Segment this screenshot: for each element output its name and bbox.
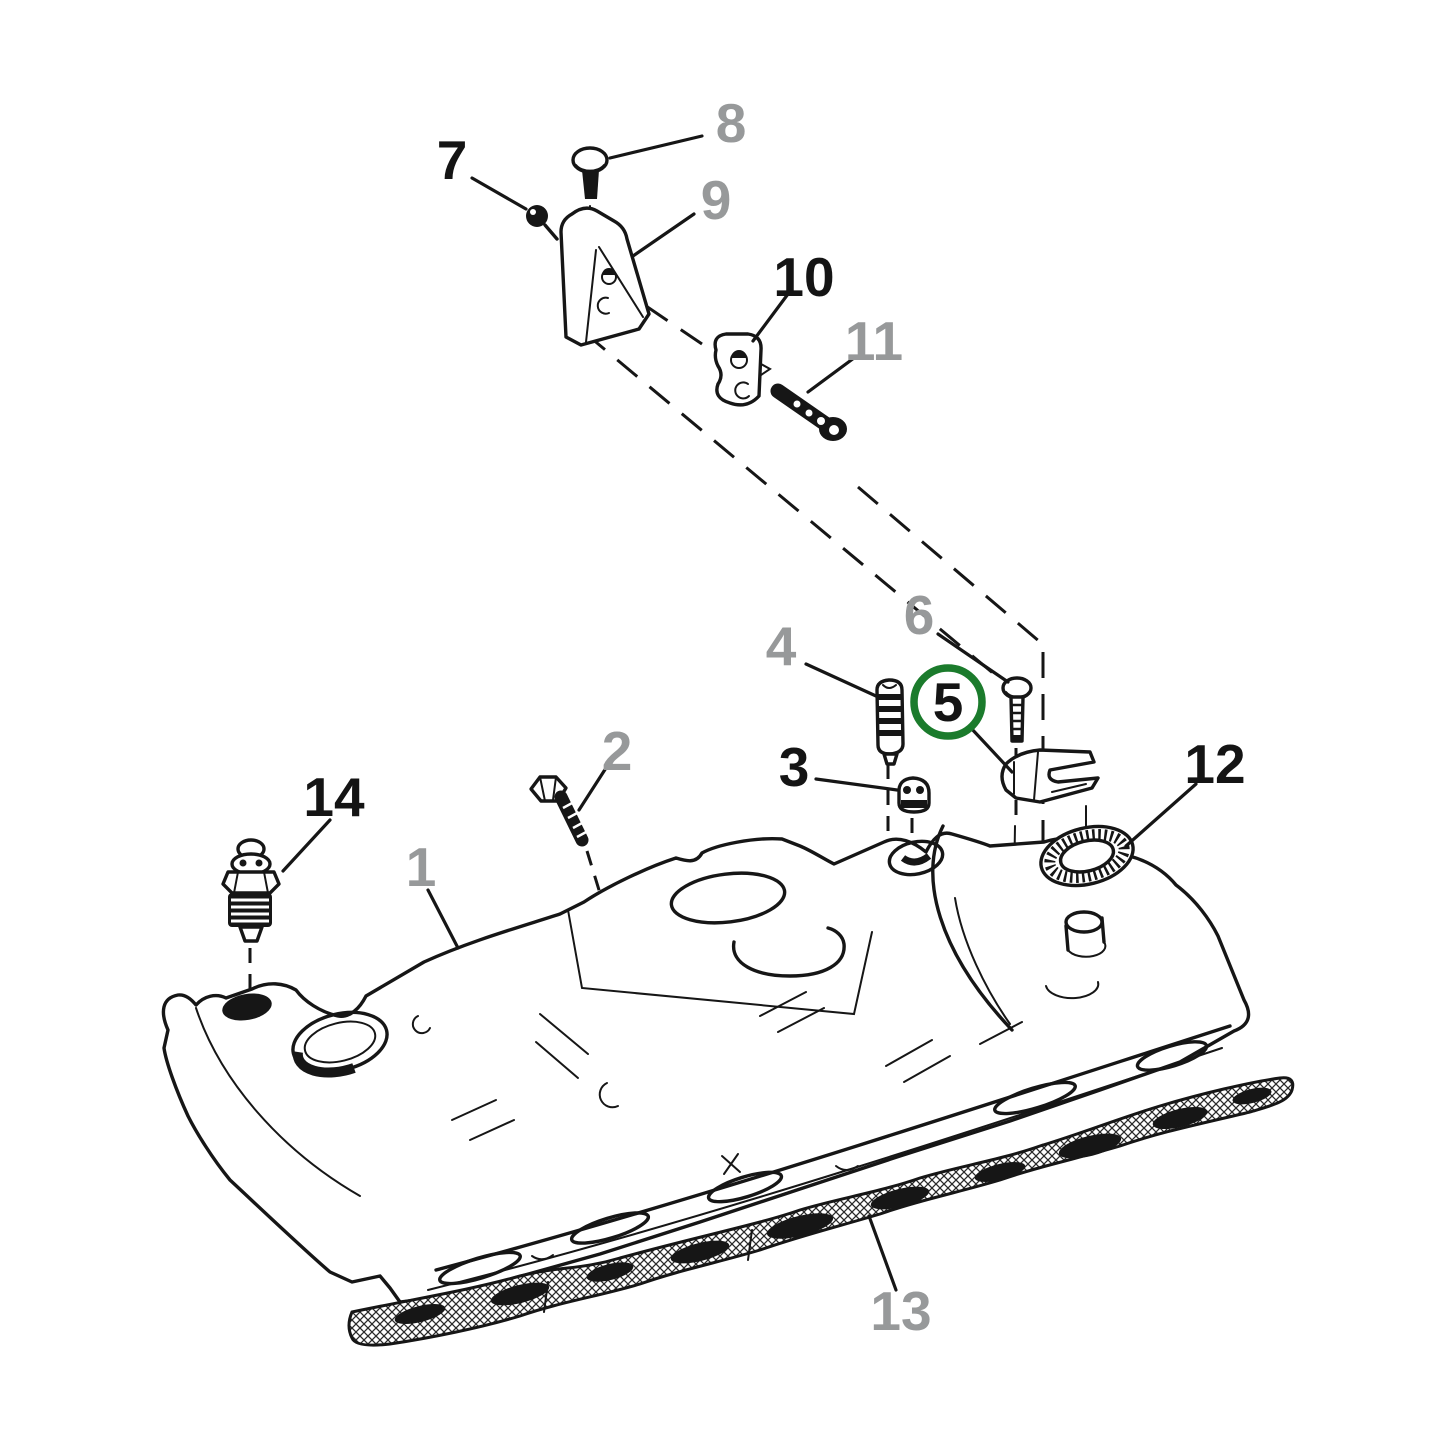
leader-line-13 [867, 1214, 898, 1292]
leader-line-8 [608, 134, 704, 160]
callout-8[interactable]: 8 [716, 92, 747, 154]
callout-3[interactable]: 3 [779, 736, 810, 798]
part-5-retainer-bracket [1000, 748, 1100, 804]
right-boss [1045, 910, 1107, 1000]
callout-6[interactable]: 6 [904, 584, 935, 646]
leader-line-11 [806, 356, 856, 394]
part-2-bolt [529, 775, 589, 847]
callout-5[interactable]: 5 [933, 671, 964, 733]
part-10-clamp [713, 332, 772, 407]
rear-deck [887, 824, 1014, 1032]
part-7-ball [526, 205, 559, 241]
callout-1[interactable]: 1 [406, 836, 437, 898]
callout-10[interactable]: 10 [773, 246, 834, 308]
gasket-ports [394, 1087, 1272, 1324]
leader-line-4 [804, 662, 878, 698]
part-12-seal-ring [1039, 824, 1135, 888]
manifold-left-port [291, 1010, 389, 1078]
leader-line-9 [631, 212, 696, 258]
callout-11[interactable]: 11 [845, 310, 903, 372]
manifold-gasket [347, 1076, 1295, 1347]
leader-line-10 [751, 292, 790, 343]
leader-line-5 [968, 725, 1014, 774]
part-14-sender [221, 838, 281, 943]
manifold-detail-lines [195, 991, 1023, 1197]
highlight-ring [910, 664, 986, 740]
callout-7[interactable]: 7 [437, 129, 468, 191]
carburetor-pad [535, 871, 873, 1079]
part-4-fitting [875, 678, 905, 766]
callout-13[interactable]: 13 [870, 1280, 931, 1342]
manifold-outline [161, 831, 1251, 1304]
callout-12[interactable]: 12 [1184, 733, 1245, 795]
leader-line-12 [1124, 782, 1198, 848]
part-3-nut [897, 776, 931, 814]
callout-14[interactable]: 14 [303, 766, 365, 828]
leader-line-3 [814, 777, 899, 792]
part-9-bracket [559, 206, 651, 347]
leader-lines [281, 134, 1198, 1292]
callout-9[interactable]: 9 [701, 169, 732, 231]
part-11-bolt [770, 383, 847, 441]
intake-manifold [161, 824, 1251, 1304]
sender-mount-hole [222, 993, 272, 1021]
leader-line-2 [577, 766, 608, 812]
manifold-flange [427, 1024, 1232, 1291]
leader-line-14 [281, 818, 332, 873]
part-6-bolt [1001, 676, 1033, 743]
callout-2[interactable]: 2 [602, 720, 633, 782]
leader-line-1 [426, 888, 460, 950]
leader-line-6 [936, 632, 1010, 684]
leader-line-7 [470, 176, 528, 211]
callout-4[interactable]: 4 [766, 615, 797, 677]
